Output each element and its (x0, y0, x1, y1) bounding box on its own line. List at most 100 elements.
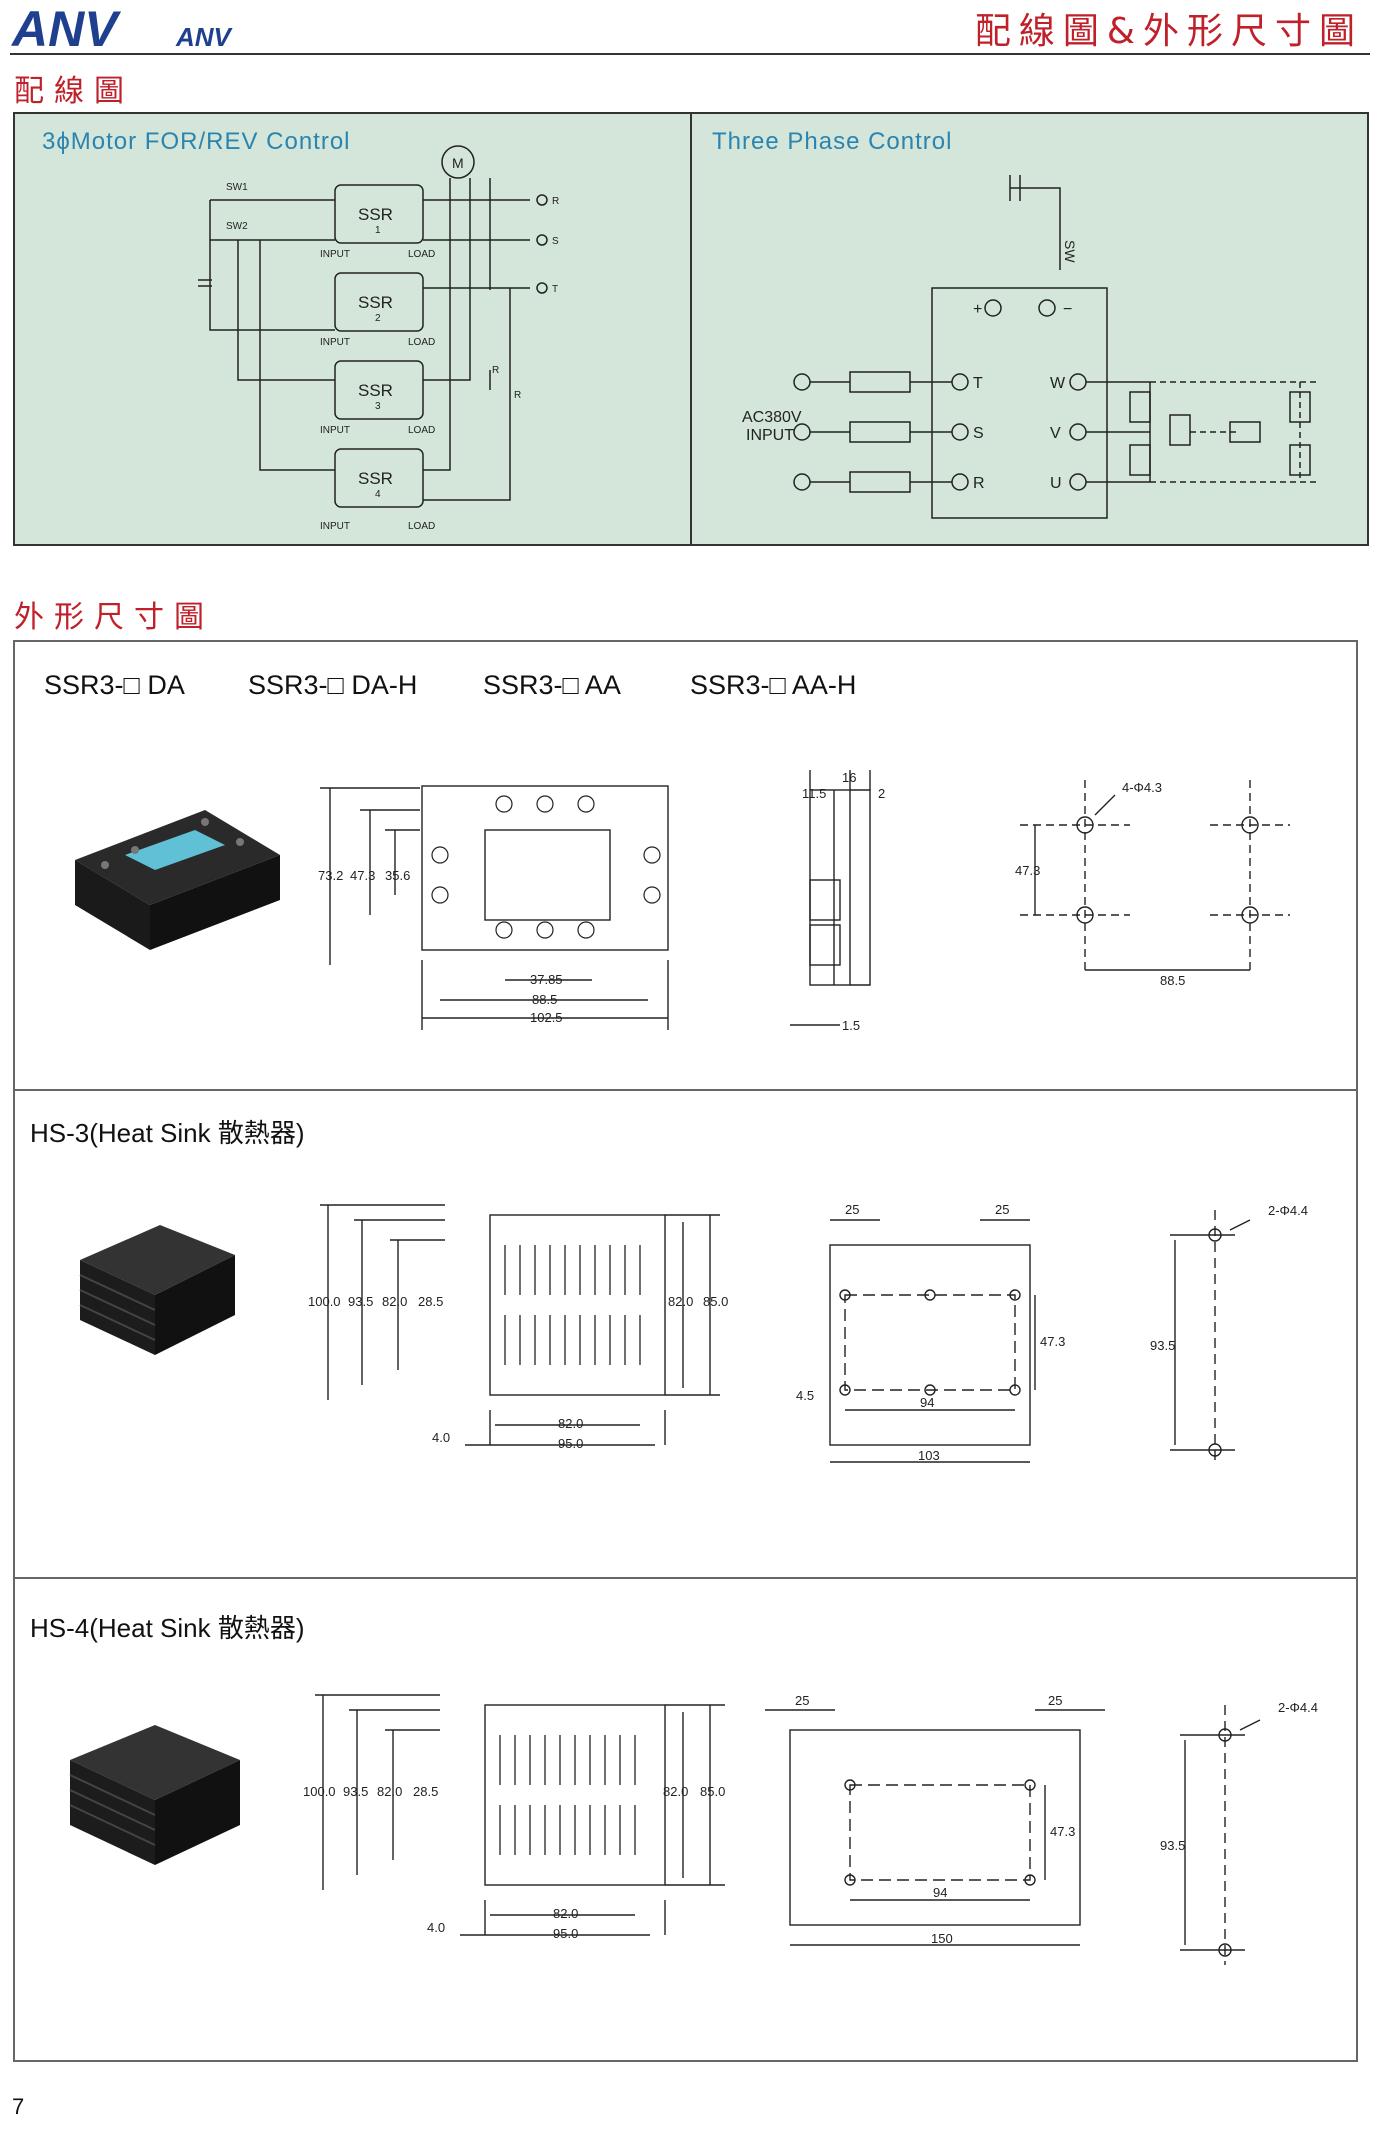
svg-text:SW2: SW2 (226, 221, 248, 232)
motor-wiring-diagram: M SSR 1 SSR 2 SSR 3 SSR 4 INPUT LOAD INPU… (198, 145, 559, 532)
svg-text:R: R (973, 475, 985, 492)
svg-text:SSR: SSR (358, 469, 393, 488)
ssr-front-drawing: 73.2 47.3 35.6 37.85 88.5 102.5 (318, 785, 669, 1030)
section-wiring-title: 配線圖 (14, 74, 134, 109)
svg-text:R: R (514, 390, 521, 401)
svg-text:T: T (973, 375, 983, 392)
svg-text:INPUT: INPUT (320, 249, 350, 260)
svg-text:AC380V: AC380V (742, 409, 802, 426)
hs4-hole-pattern: 2-Φ4.4 93.5 (1160, 1700, 1318, 1965)
ssr-side-drawing: 16 11.5 2 1.5 (790, 770, 885, 1033)
svg-text:2: 2 (375, 313, 381, 324)
svg-text:LOAD: LOAD (408, 521, 435, 532)
svg-text:INPUT: INPUT (320, 337, 350, 348)
model-da-h: SSR3-□ DA-H (248, 670, 418, 700)
svg-text:S: S (552, 236, 559, 247)
svg-text:28.5: 28.5 (413, 1784, 438, 1799)
three-phase-wiring-diagram: SW + − AC380V INPUT T S R W V U (742, 175, 1320, 519)
svg-text:25: 25 (795, 1693, 809, 1708)
svg-text:INPUT: INPUT (320, 521, 350, 532)
svg-text:LOAD: LOAD (408, 337, 435, 348)
svg-text:4.0: 4.0 (432, 1430, 450, 1445)
svg-text:28.5: 28.5 (418, 1294, 443, 1309)
svg-text:R: R (492, 365, 499, 376)
svg-text:73.2: 73.2 (318, 868, 343, 883)
svg-text:16: 16 (842, 770, 856, 785)
svg-text:SW1: SW1 (226, 182, 248, 193)
svg-text:82.0: 82.0 (663, 1784, 688, 1799)
svg-text:3: 3 (375, 401, 381, 412)
hs4-front-drawing: 100.0 93.5 82.0 28.5 82.0 85.0 4.0 82.0 … (303, 1694, 725, 1941)
hs3-label: HS-3(Heat Sink 散熱器) (30, 1118, 305, 1148)
svg-text:1: 1 (375, 225, 381, 236)
svg-text:2-Φ4.4: 2-Φ4.4 (1278, 1700, 1318, 1715)
ssr-2: SSR 2 (334, 272, 424, 332)
ssr-4: SSR 4 (334, 448, 424, 508)
svg-text:37.85: 37.85 (530, 972, 563, 987)
svg-text:W: W (1050, 375, 1066, 392)
svg-text:4-Φ4.3: 4-Φ4.3 (1122, 780, 1162, 795)
svg-text:47.3: 47.3 (350, 868, 375, 883)
svg-text:25: 25 (995, 1202, 1009, 1217)
page-title: 配線圖&外形尺寸圖 (974, 11, 1363, 52)
divider-2 (13, 1577, 1358, 1579)
svg-text:47.3: 47.3 (1040, 1334, 1065, 1349)
dimensions-panel (13, 640, 1358, 2062)
hs4-product-image (69, 1725, 240, 1865)
svg-text:88.5: 88.5 (1160, 973, 1185, 988)
svg-text:82.0: 82.0 (558, 1416, 583, 1431)
svg-text:25: 25 (845, 1202, 859, 1217)
hs3-front-drawing: 100.0 93.5 82.0 28.5 82.0 85.0 4.0 82.0 … (308, 1204, 728, 1451)
divider-1 (13, 1089, 1358, 1091)
svg-text:85.0: 85.0 (703, 1294, 728, 1309)
svg-text:1.5: 1.5 (842, 1018, 860, 1033)
brand-small-text: ANV (175, 22, 234, 52)
svg-text:V: V (1050, 425, 1061, 442)
ssr-product-image (75, 810, 280, 950)
svg-text:100.0: 100.0 (308, 1294, 341, 1309)
svg-text:SW: SW (1062, 240, 1078, 263)
svg-text:4.0: 4.0 (427, 1920, 445, 1935)
svg-text:82.0: 82.0 (382, 1294, 407, 1309)
svg-text:S: S (973, 425, 984, 442)
svg-text:LOAD: LOAD (408, 249, 435, 260)
svg-text:94: 94 (920, 1395, 934, 1410)
svg-text:93.5: 93.5 (348, 1294, 373, 1309)
svg-text:SSR: SSR (358, 293, 393, 312)
wiring-divider (690, 112, 692, 546)
svg-text:95.0: 95.0 (553, 1926, 578, 1941)
svg-text:95.0: 95.0 (558, 1436, 583, 1451)
svg-text:88.5: 88.5 (532, 992, 557, 1007)
hs3-hole-pattern: 2-Φ4.4 93.5 (1150, 1203, 1308, 1465)
svg-text:U: U (1050, 475, 1062, 492)
motor-symbol (441, 145, 475, 179)
section-dimensions-title: 外形尺寸圖 (14, 600, 214, 635)
svg-text:47.3: 47.3 (1015, 863, 1040, 878)
svg-text:102.5: 102.5 (530, 1010, 563, 1025)
svg-text:2: 2 (878, 786, 885, 801)
ssr-1: SSR 1 (334, 184, 424, 244)
svg-text:INPUT: INPUT (746, 427, 794, 444)
motor-label: M (452, 155, 464, 171)
hs3-product-image (79, 1225, 235, 1355)
hs4-top-drawing: 25 25 47.3 94 150 (765, 1693, 1105, 1946)
page-number: 7 (12, 2094, 25, 2119)
svg-text:35.6: 35.6 (385, 868, 410, 883)
model-aa-h: SSR3-□ AA-H (690, 670, 857, 700)
svg-text:93.5: 93.5 (343, 1784, 368, 1799)
svg-text:LOAD: LOAD (408, 425, 435, 436)
ssr-hole-pattern: 4-Φ4.3 47.3 88.5 (1015, 780, 1290, 988)
header-rule (10, 53, 1370, 55)
svg-text:82.0: 82.0 (553, 1906, 578, 1921)
svg-text:82.0: 82.0 (377, 1784, 402, 1799)
motor-control-title: 3ϕMotor FOR/REV Control (42, 128, 351, 155)
svg-text:+: + (973, 301, 982, 318)
model-aa: SSR3-□ AA (483, 670, 621, 700)
svg-text:100.0: 100.0 (303, 1784, 336, 1799)
svg-text:150: 150 (931, 1931, 953, 1946)
svg-text:82.0: 82.0 (668, 1294, 693, 1309)
svg-text:93.5: 93.5 (1150, 1338, 1175, 1353)
brand-text: ANV (10, 1, 121, 57)
model-da: SSR3-□ DA (44, 670, 185, 700)
svg-text:47.3: 47.3 (1050, 1824, 1075, 1839)
